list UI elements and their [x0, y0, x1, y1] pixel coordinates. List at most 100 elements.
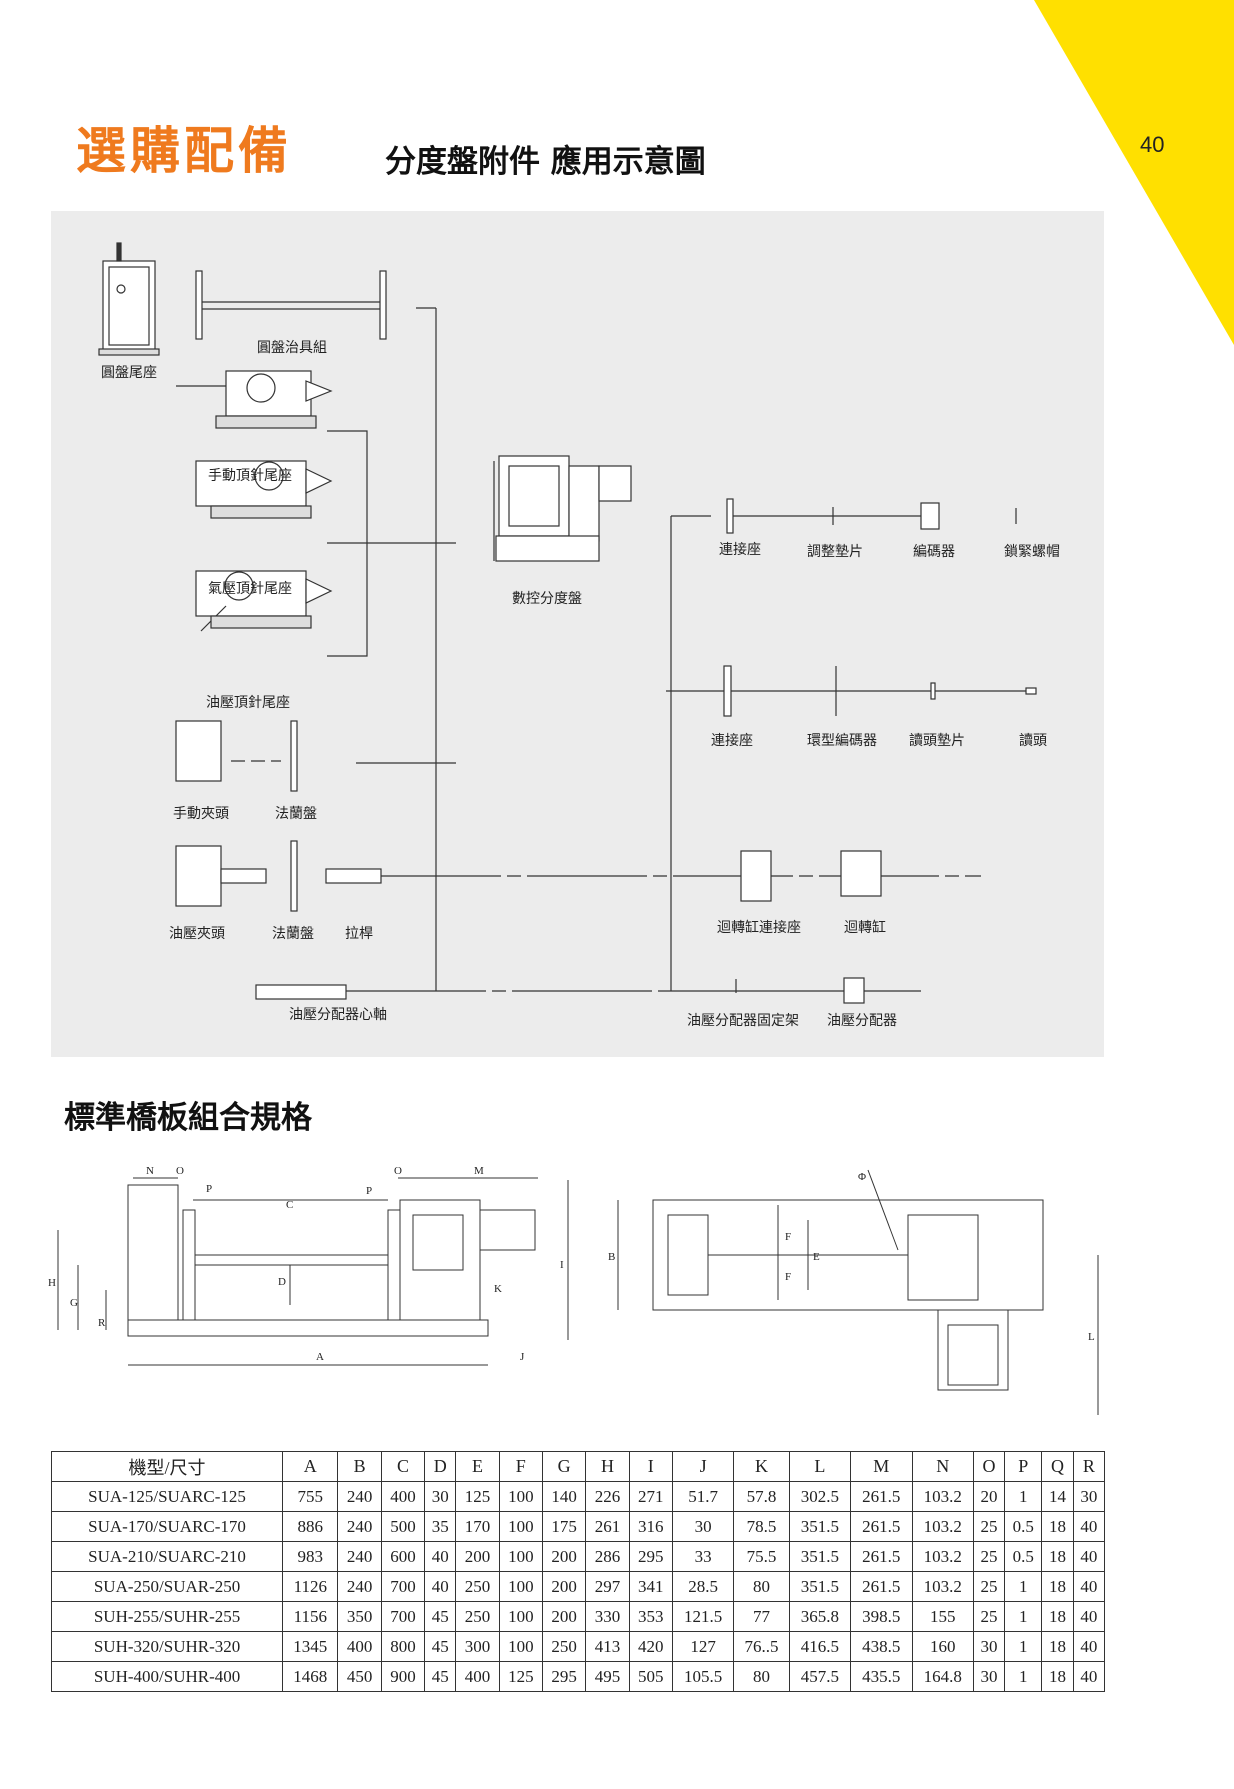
value-cell: 438.5	[850, 1631, 913, 1662]
model-cell: SUH-255/SUHR-255	[50, 1601, 284, 1632]
value-cell: 1345	[282, 1631, 339, 1662]
label-lock-nut: 鎖緊螺帽	[1004, 544, 1060, 560]
dim-label: P	[366, 1185, 372, 1197]
model-cell: SUA-125/SUARC-125	[50, 1481, 284, 1512]
value-cell: 297	[585, 1571, 630, 1602]
value-cell: 33	[671, 1541, 735, 1572]
value-cell: 25	[972, 1511, 1006, 1542]
table-header: K	[733, 1451, 790, 1482]
value-cell: 121.5	[671, 1601, 735, 1632]
value-cell: 28.5	[671, 1571, 735, 1602]
value-cell: 302.5	[788, 1481, 852, 1512]
model-cell: SUA-210/SUARC-210	[50, 1541, 284, 1572]
value-cell: 1	[1004, 1601, 1043, 1632]
label-fixture-set: 圓盤治具組	[257, 340, 327, 356]
label-flange-2: 法蘭盤	[272, 926, 314, 942]
value-cell: 240	[337, 1541, 382, 1572]
label-connector-1: 連接座	[719, 542, 761, 558]
value-cell: 25	[972, 1541, 1006, 1572]
value-cell: 78.5	[733, 1511, 790, 1542]
value-cell: 505	[628, 1661, 673, 1692]
value-cell: 45	[424, 1631, 457, 1662]
value-cell: 250	[455, 1571, 500, 1602]
label-shim: 調整墊片	[807, 544, 863, 560]
pneumatic-tailstock-part	[195, 460, 333, 519]
dim-label: E	[813, 1251, 820, 1263]
label-hydraulic-tailstock: 油壓頂針尾座	[206, 695, 290, 711]
value-cell: 40	[424, 1541, 457, 1572]
value-cell: 80	[733, 1661, 790, 1692]
label-connector-2: 連接座	[711, 733, 753, 749]
value-cell: 1	[1004, 1661, 1043, 1692]
value-cell: 100	[498, 1511, 543, 1542]
value-cell: 40	[1072, 1571, 1106, 1602]
side-view-drawing	[57, 1177, 569, 1366]
value-cell: 416.5	[788, 1631, 852, 1662]
rotary-cylinder-parts	[740, 850, 882, 902]
value-cell: 77	[733, 1601, 790, 1632]
value-cell: 40	[1072, 1661, 1106, 1692]
table-header-row: 機型/尺寸 A B C D E F G H I J K L M N O P Q …	[50, 1451, 1106, 1482]
value-cell: 20	[972, 1481, 1006, 1512]
value-cell: 900	[380, 1661, 426, 1692]
value-cell: 226	[585, 1481, 630, 1512]
value-cell: 413	[585, 1631, 630, 1662]
value-cell: 250	[541, 1631, 587, 1662]
table-header: G	[541, 1451, 587, 1482]
dim-label: F	[785, 1231, 791, 1243]
value-cell: 30	[424, 1481, 457, 1512]
table-header: N	[911, 1451, 974, 1482]
value-cell: 75.5	[733, 1541, 790, 1572]
accessory-diagram: 圓盤尾座 圓盤治具組 手動頂針尾座 氣壓頂針尾座 油壓頂針尾座 手動夾頭 法蘭盤…	[51, 211, 1104, 1057]
value-cell: 30	[671, 1511, 735, 1542]
value-cell: 600	[380, 1541, 426, 1572]
value-cell: 125	[455, 1481, 500, 1512]
label-pneumatic-tailstock: 氣壓頂針尾座	[208, 581, 292, 597]
value-cell: 25	[972, 1571, 1006, 1602]
value-cell: 1126	[282, 1571, 339, 1602]
label-cnc-table: 數控分度盤	[512, 591, 582, 607]
value-cell: 18	[1041, 1511, 1074, 1542]
value-cell: 351.5	[788, 1571, 852, 1602]
model-cell: SUH-400/SUHR-400	[50, 1661, 284, 1692]
value-cell: 330	[585, 1601, 630, 1632]
value-cell: 295	[628, 1541, 673, 1572]
top-view-drawing	[617, 1169, 1099, 1415]
value-cell: 1	[1004, 1571, 1043, 1602]
value-cell: 420	[628, 1631, 673, 1662]
value-cell: 45	[424, 1661, 457, 1692]
table-header: R	[1072, 1451, 1106, 1482]
value-cell: 0.5	[1004, 1541, 1043, 1572]
diagram-drawing	[98, 242, 1037, 1004]
value-cell: 271	[628, 1481, 673, 1512]
dim-label: D	[278, 1276, 286, 1288]
corner-decoration	[1034, 0, 1234, 345]
table-header: H	[585, 1451, 630, 1482]
table-header: O	[972, 1451, 1006, 1482]
dim-label: C	[286, 1199, 293, 1211]
manual-chuck-part	[175, 720, 298, 792]
value-cell: 351.5	[788, 1511, 852, 1542]
hydraulic-chuck-part	[175, 840, 382, 912]
dim-label: K	[494, 1283, 502, 1295]
value-cell: 435.5	[850, 1661, 913, 1692]
value-cell: 100	[498, 1481, 543, 1512]
value-cell: 155	[911, 1601, 974, 1632]
value-cell: 286	[585, 1541, 630, 1572]
label-read-head-shim: 讀頭墊片	[909, 733, 965, 749]
label-cylinder-connector: 迴轉缸連接座	[717, 920, 801, 936]
page-title: 選購配備	[76, 122, 292, 180]
value-cell: 800	[380, 1631, 426, 1662]
page-subtitle: 分度盤附件 應用示意圖	[385, 144, 706, 180]
value-cell: 200	[455, 1541, 500, 1572]
value-cell: 300	[455, 1631, 500, 1662]
value-cell: 400	[337, 1631, 382, 1662]
table-header: A	[282, 1451, 339, 1482]
dim-label: L	[1088, 1331, 1095, 1343]
value-cell: 0.5	[1004, 1511, 1043, 1542]
